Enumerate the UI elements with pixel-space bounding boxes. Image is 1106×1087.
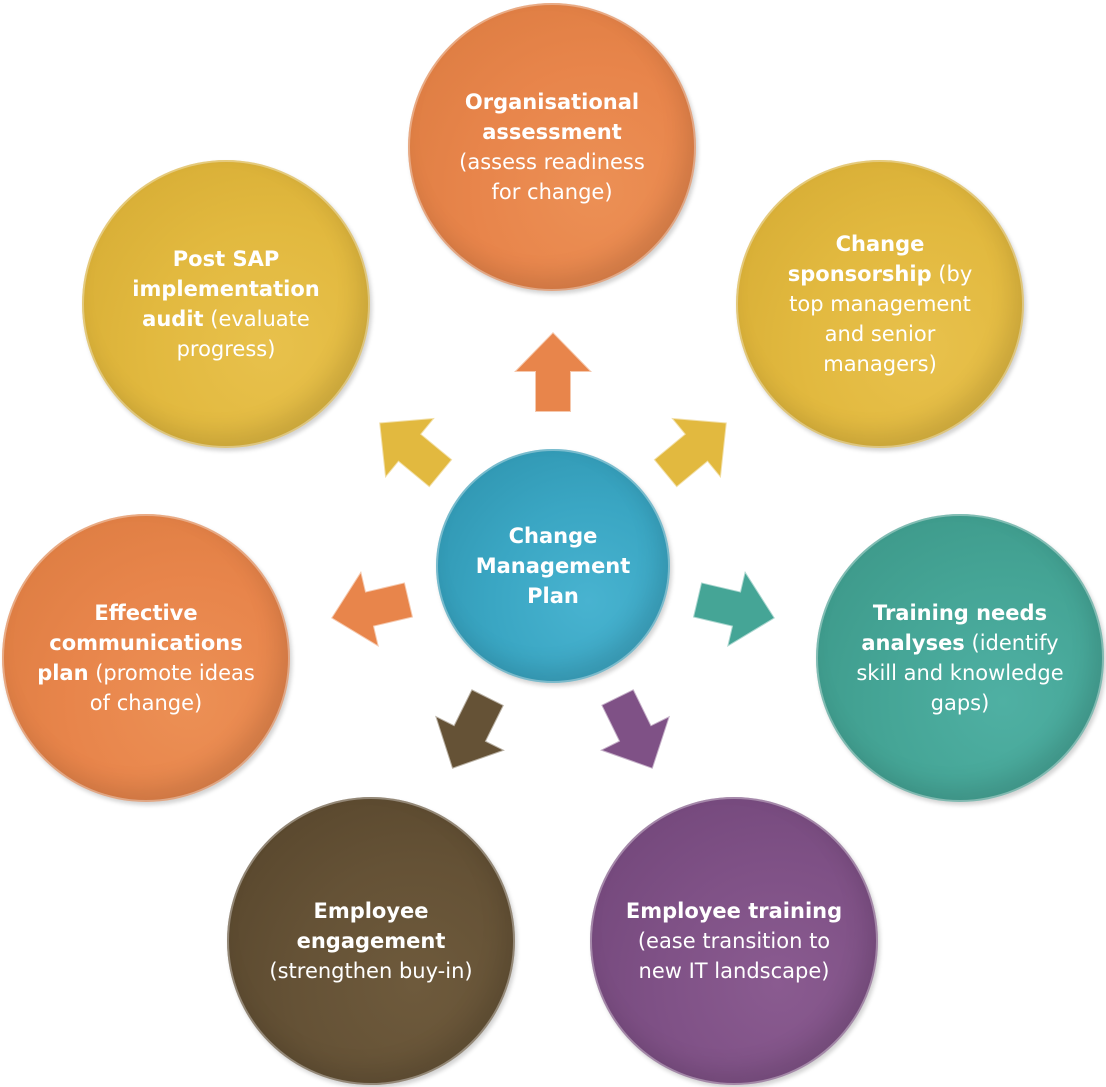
block-arrow-icon [378, 416, 454, 489]
block-arrow-icon [329, 568, 415, 650]
node-label-detail: (evaluate progress) [176, 307, 310, 361]
node-label-bold: Employee engagement [296, 899, 446, 953]
center-title: Change Management Plan [475, 524, 631, 608]
node-label-bold: Training needs analyses [861, 601, 1048, 655]
node-label-detail: (promote ideas of change) [89, 661, 255, 715]
center-node-change-management-plan: Change Management Plan [436, 449, 670, 683]
node-label-detail: (strengthen buy-in) [269, 959, 473, 983]
arrow-to-change-sponsorship [652, 416, 728, 489]
node-label-detail: (ease transition to new IT landscape) [637, 929, 831, 983]
node-label-bold: Organisational assessment [464, 90, 640, 144]
node-label-bold: Post SAP implementation audit [132, 247, 320, 331]
block-arrow-icon [652, 416, 728, 489]
arrow-to-employee-engagement [433, 687, 508, 771]
block-arrow-icon [691, 568, 777, 650]
arrow-to-organisational-assessment [511, 330, 595, 413]
arrow-to-effective-communications-plan [329, 568, 415, 650]
node-training-needs-analyses: Training needs analyses (identify skill … [816, 514, 1104, 802]
node-employee-training: Employee training (ease transition to ne… [590, 797, 878, 1085]
block-arrow-icon [511, 330, 595, 413]
arrow-to-training-needs-analyses [691, 568, 777, 650]
node-employee-engagement: Employee engagement (strengthen buy-in) [227, 797, 515, 1085]
node-label-bold: Effective communications plan [37, 601, 243, 685]
arrow-to-employee-training [597, 687, 672, 771]
node-label-detail: (by top management and senior managers) [789, 262, 973, 376]
node-label-detail: (identify skill and knowledge gaps) [856, 631, 1064, 715]
node-change-sponsorship: Change sponsorship (by top management an… [736, 160, 1024, 448]
node-label-bold: Employee training [625, 899, 843, 923]
node-label-bold: Change sponsorship [787, 232, 932, 286]
arrow-to-post-sap-implementation-audit [378, 416, 454, 489]
node-label-detail: (assess readiness for change) [459, 150, 645, 204]
node-organisational-assessment: Organisational assessment (assess readin… [408, 3, 696, 291]
block-arrow-icon [597, 687, 672, 771]
node-post-sap-implementation-audit: Post SAP implementation audit (evaluate … [82, 160, 370, 448]
block-arrow-icon [433, 687, 508, 771]
node-effective-communications-plan: Effective communications plan (promote i… [2, 514, 290, 802]
